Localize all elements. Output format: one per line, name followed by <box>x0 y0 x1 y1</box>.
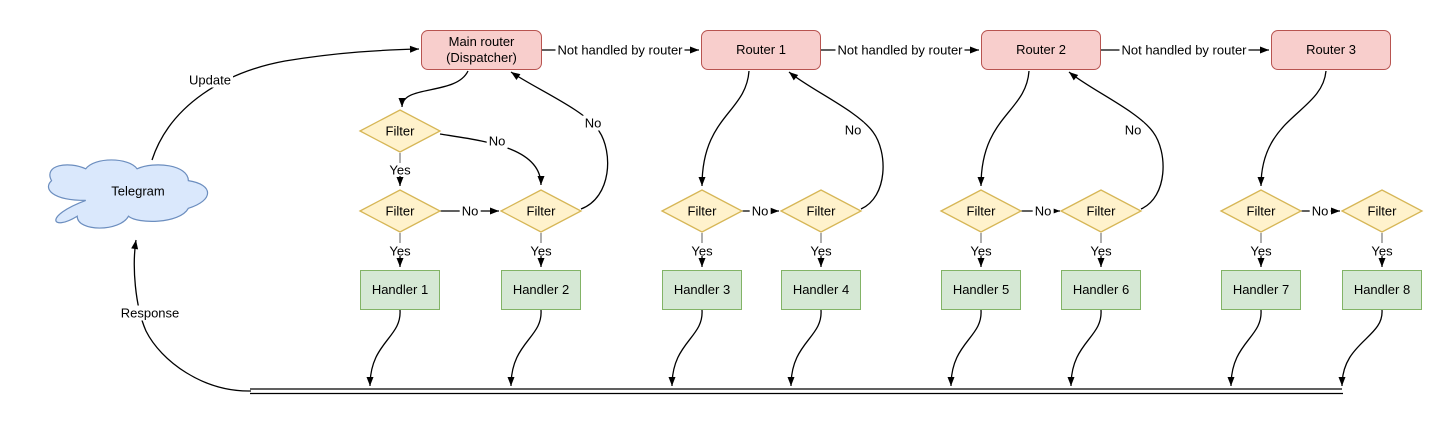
yes-label: Yes <box>1371 243 1393 259</box>
yes-connectors <box>396 153 1386 267</box>
no-label: No <box>459 203 481 219</box>
handler-5-box: Handler 5 <box>941 270 1021 310</box>
filter-label: Filter <box>385 203 415 219</box>
no-label: No <box>486 133 508 149</box>
edge-router2-to-filter <box>977 70 1030 187</box>
handler-3-box: Handler 3 <box>662 270 742 310</box>
handler-drop <box>947 309 982 387</box>
telegram-cloud-shape <box>47 159 208 229</box>
handler-drop <box>366 309 401 387</box>
yes-label: Yes <box>691 243 713 259</box>
edge-router1-to-filter <box>698 70 750 187</box>
router-2-box: Router 2 <box>981 30 1101 70</box>
filter-diamond <box>660 189 744 233</box>
edge-no-return-dispatcher <box>510 71 609 210</box>
yes-label: Yes <box>389 243 411 259</box>
yes-label: Yes <box>1250 243 1272 259</box>
edges <box>131 45 1340 392</box>
filter-label: Filter <box>966 203 996 219</box>
not-handled-label-3: Not handled by router <box>1119 42 1249 58</box>
main-router-box: Main router (Dispatcher) <box>421 30 542 70</box>
no-label: No <box>842 122 864 138</box>
handler-2-label: Handler 2 <box>512 282 570 297</box>
yes-label: Yes <box>1090 243 1112 259</box>
yes-label: Yes <box>810 243 832 259</box>
filter-diamond <box>358 109 442 153</box>
handler-1-label: Handler 1 <box>371 282 429 297</box>
handler-2-box: Handler 2 <box>501 270 581 310</box>
telegram-cloud-label: Telegram <box>111 183 165 199</box>
filter-diamond <box>1340 189 1424 233</box>
filter-label: Filter <box>385 123 415 139</box>
filter-diamond <box>939 189 1023 233</box>
handler-8-box: Handler 8 <box>1342 270 1422 310</box>
handler-1-box: Handler 1 <box>360 270 440 310</box>
no-label: No <box>582 115 604 131</box>
router-3-label: Router 3 <box>1306 42 1356 57</box>
handler-drop <box>668 309 703 387</box>
no-label: No <box>749 203 771 219</box>
not-handled-label-1: Not handled by router <box>555 42 685 58</box>
not-handled-label-2: Not handled by router <box>835 42 965 58</box>
no-label: No <box>1032 203 1054 219</box>
filter-diamond <box>358 189 442 233</box>
handler-drop <box>507 309 542 387</box>
edge-router3-to-filter <box>1257 70 1327 187</box>
yes-label: Yes <box>389 162 411 178</box>
handler-drop <box>1338 309 1383 387</box>
filter-diamond <box>1059 189 1143 233</box>
response-bus <box>250 388 1343 395</box>
filter-diamond <box>499 189 583 233</box>
handler-7-box: Handler 7 <box>1221 270 1301 310</box>
handler-8-label: Handler 8 <box>1353 282 1411 297</box>
edge-no-return-router2 <box>1068 71 1164 210</box>
handler-drop <box>787 309 822 387</box>
edge-dispatcher-to-filter <box>398 70 469 108</box>
main-router-label-line2: (Dispatcher) <box>446 50 517 65</box>
no-label: No <box>1122 122 1144 138</box>
router-1-label: Router 1 <box>736 42 786 57</box>
no-label: No <box>1309 203 1331 219</box>
filter-label: Filter <box>806 203 836 219</box>
filter-label: Filter <box>1086 203 1116 219</box>
filter-diamond <box>1219 189 1303 233</box>
router-1-box: Router 1 <box>701 30 821 70</box>
handler-6-box: Handler 6 <box>1061 270 1141 310</box>
edge-update <box>151 45 420 161</box>
response-edge-label: Response <box>118 305 182 321</box>
update-edge-label: Update <box>187 72 233 88</box>
yes-label: Yes <box>970 243 992 259</box>
yes-label: Yes <box>530 243 552 259</box>
edge-no-return-router1 <box>788 71 884 210</box>
filter-label: Filter <box>526 203 556 219</box>
filter-label: Filter <box>1367 203 1397 219</box>
handler-7-label: Handler 7 <box>1232 282 1290 297</box>
handler-6-label: Handler 6 <box>1072 282 1130 297</box>
main-router-label-line1: Main router <box>448 34 515 49</box>
filter-diamonds <box>358 109 1424 233</box>
filter-label: Filter <box>1246 203 1276 219</box>
edge-response <box>131 239 252 392</box>
handler-drop <box>1227 309 1262 387</box>
handler-drop-connectors <box>366 309 1383 387</box>
filter-label: Filter <box>687 203 717 219</box>
handler-4-label: Handler 4 <box>792 282 850 297</box>
handler-5-label: Handler 5 <box>952 282 1010 297</box>
router-2-label: Router 2 <box>1016 42 1066 57</box>
router-3-box: Router 3 <box>1271 30 1391 70</box>
filter-diamond <box>779 189 863 233</box>
handler-3-label: Handler 3 <box>673 282 731 297</box>
handler-drop <box>1067 309 1102 387</box>
handler-4-box: Handler 4 <box>781 270 861 310</box>
